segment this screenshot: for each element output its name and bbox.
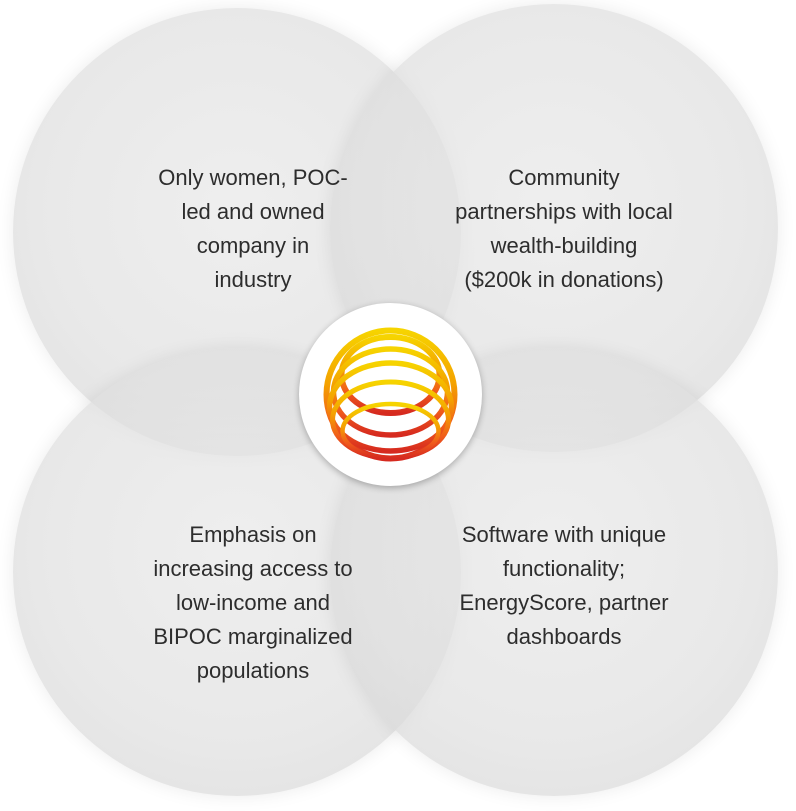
quadrant-text-top-right: Community partnerships with local wealth… — [455, 165, 673, 292]
quadrant-text-bottom-left: Emphasis on increasing access to low-inc… — [153, 522, 353, 683]
quadrant-text-bottom-right: Software with unique functionality; Ener… — [459, 522, 669, 649]
sun-rings-icon — [323, 327, 458, 462]
center-logo — [299, 303, 482, 486]
quadrant-text-top-left: Only women, POC- led and owned company i… — [158, 165, 348, 292]
